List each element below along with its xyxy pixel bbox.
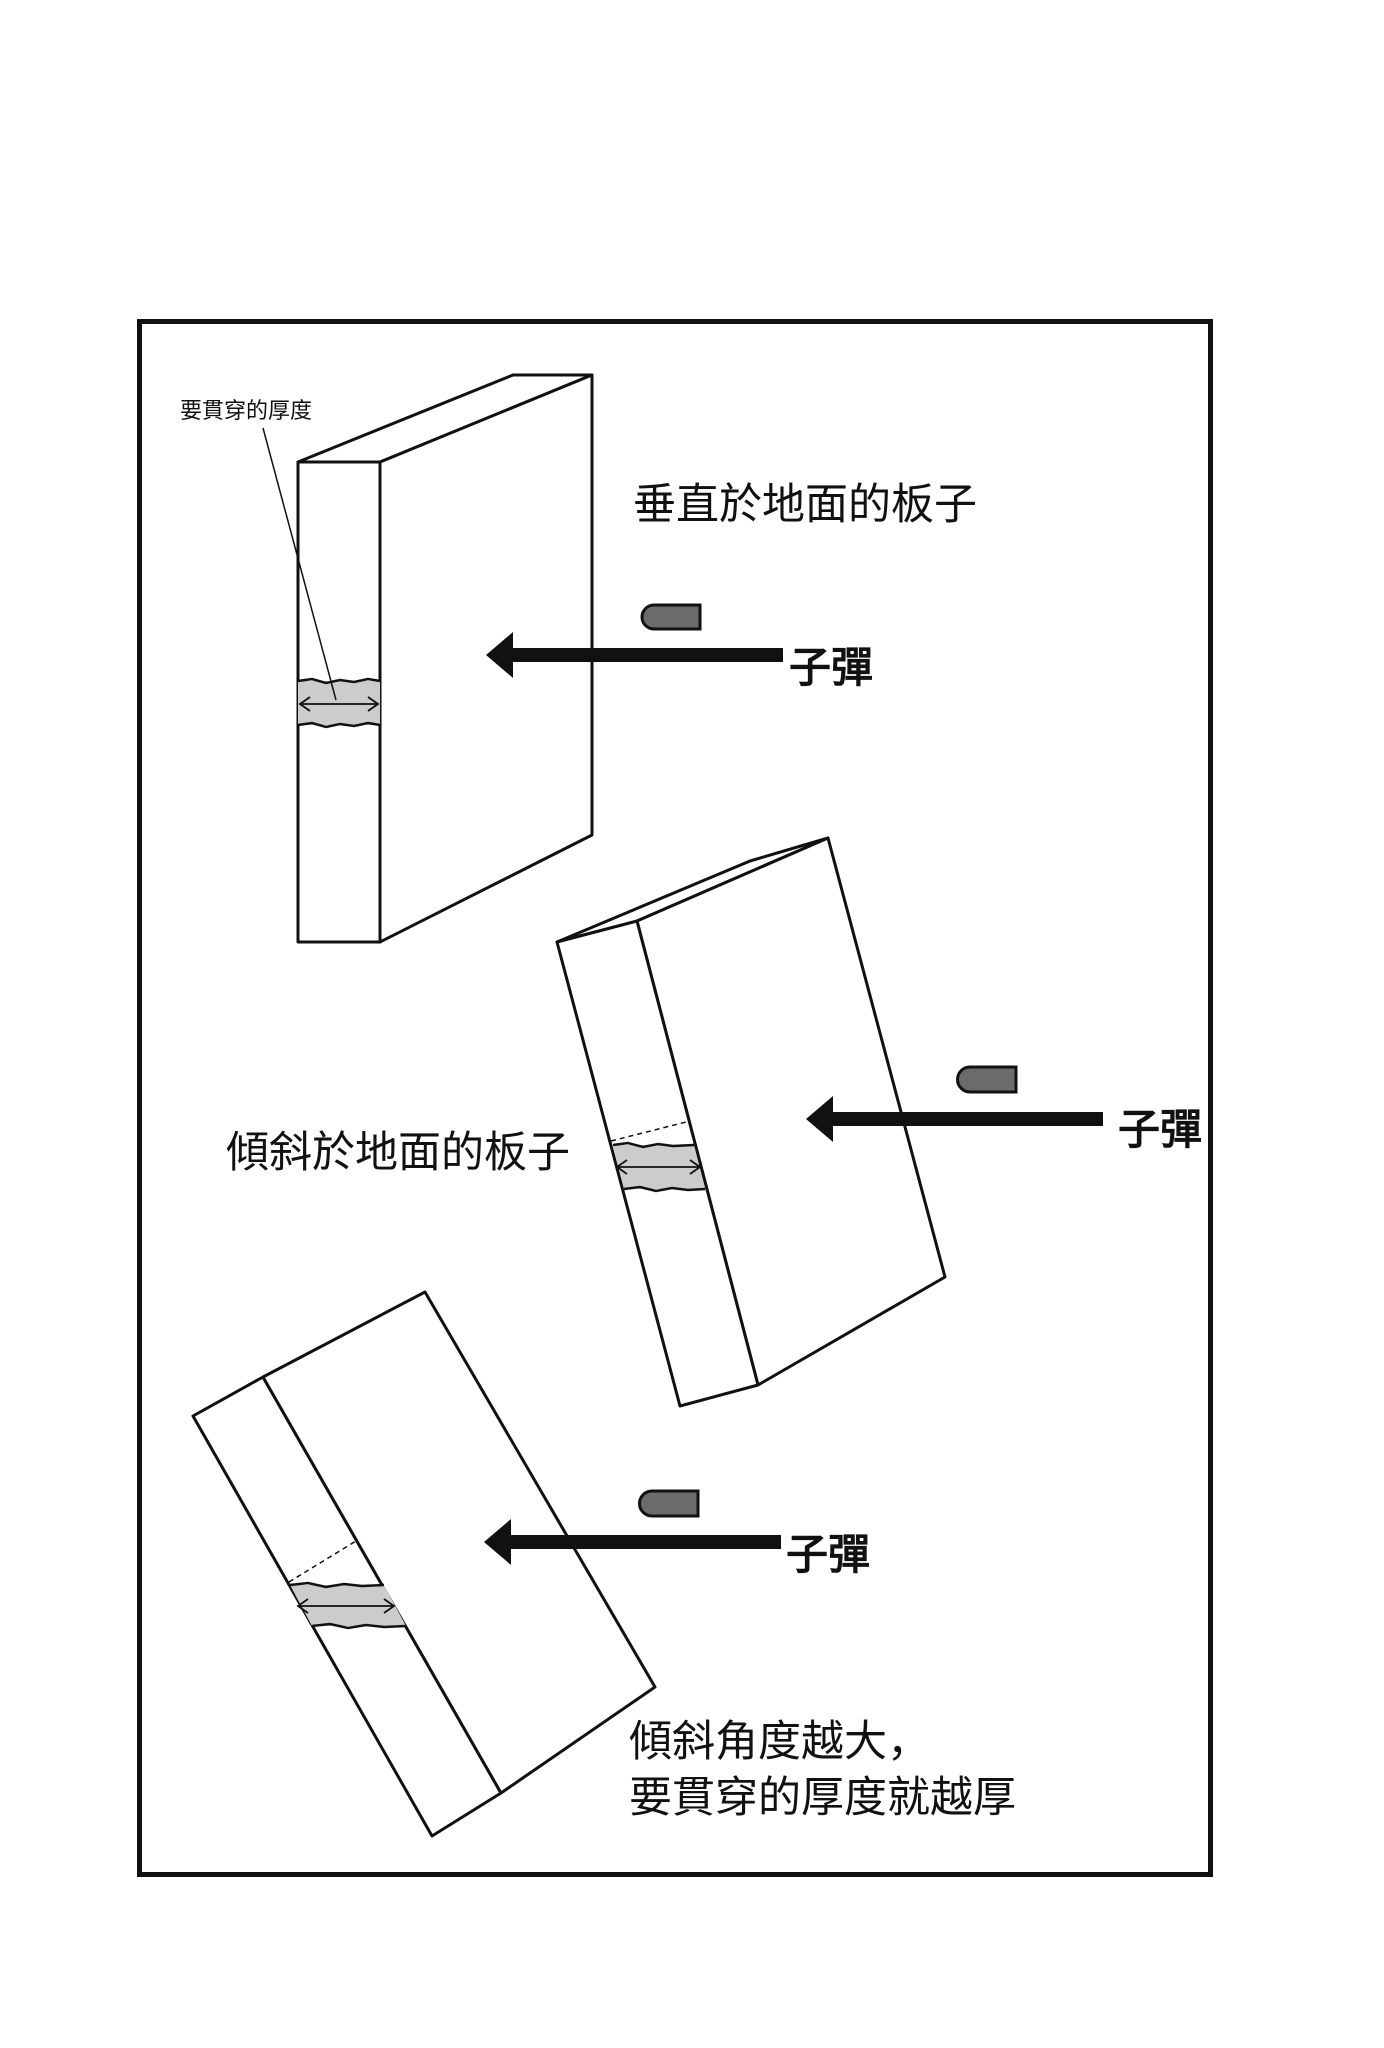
bullet-label-2: 子彈 (1118, 1105, 1203, 1154)
bullet-arrow-3 (484, 1519, 781, 1565)
vertical-board (262, 373, 594, 944)
thickness-to-penetrate-label: 要貫穿的厚度 (180, 399, 313, 424)
bullet-3 (638, 1489, 700, 1518)
bullet-arrow-1 (486, 632, 783, 678)
vertical-board-label: 垂直於地面的板子 (633, 480, 977, 530)
conclusion-line-2: 要貫穿的厚度就越厚 (629, 1773, 1016, 1823)
tilted-board-label: 傾斜於地面的板子 (226, 1128, 570, 1178)
tilted-board (555, 836, 947, 1408)
bullet-2 (956, 1065, 1018, 1094)
bullet-arrow-2 (806, 1096, 1103, 1142)
vertical-board-penetration-band (298, 681, 380, 725)
conclusion-line-1: 傾斜角度越大， (629, 1717, 930, 1767)
bullet-label-1: 子彈 (789, 643, 874, 692)
steeply-tilted-board-front-face (261, 1290, 657, 1795)
bullet-label-3: 子彈 (786, 1530, 871, 1579)
tilted-board-perpendicular-dashed (610, 1120, 691, 1142)
steeply-tilted-board (191, 1290, 657, 1838)
conclusion-text: 傾斜角度越大， 要貫穿的厚度就越厚 (629, 1714, 1016, 1826)
bullet-1 (640, 603, 702, 631)
steeply-tilted-board-perpendicular-dashed (288, 1540, 357, 1583)
diagram-frame (137, 319, 1213, 1877)
thickness-leader-line (262, 427, 337, 701)
